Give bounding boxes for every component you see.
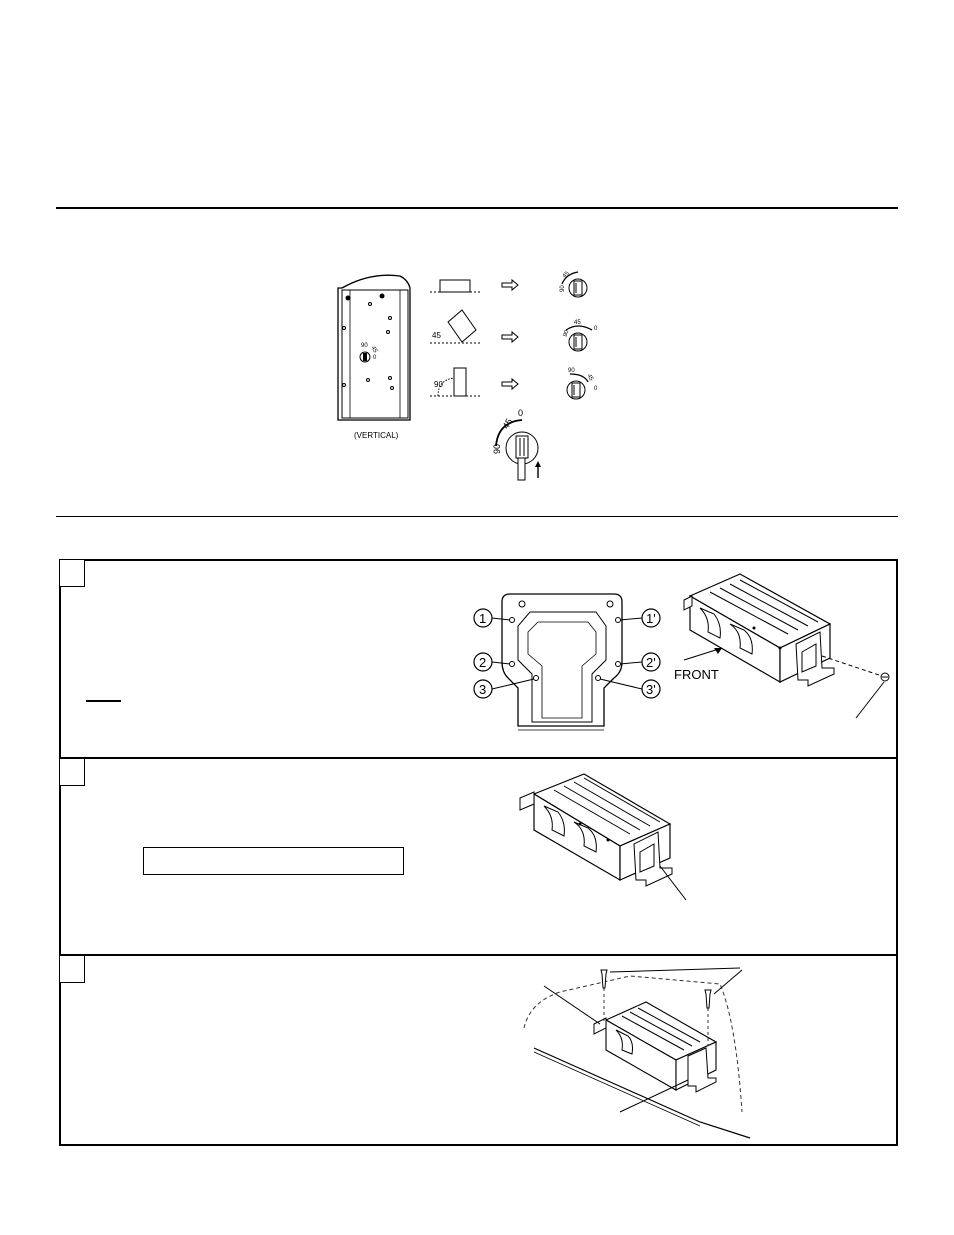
hole-label-1: 1 xyxy=(479,611,486,626)
orientation-diagram: 90 45 0 90 45 0 45 xyxy=(337,266,598,481)
hole-label-3-prime: 3' xyxy=(646,682,656,697)
screw-icon xyxy=(880,672,890,682)
upright-position-drawing xyxy=(430,367,480,397)
screw-icon xyxy=(704,989,712,1009)
dial3-0: 0 xyxy=(594,386,598,392)
arrow-right-icon xyxy=(501,278,519,292)
unit-front-diagram: FRONT xyxy=(670,568,895,728)
dial-adjust-drawing xyxy=(495,419,539,481)
arrow-right-icon xyxy=(501,377,519,391)
unit-box-drawing-2 xyxy=(519,773,673,887)
step-2-box xyxy=(59,758,85,786)
dial2-45: 45 xyxy=(574,320,581,326)
dial2-0: 0 xyxy=(594,326,598,332)
step-1-box xyxy=(59,559,85,587)
dial1-90: 90 xyxy=(560,285,566,292)
unit-dial-0: 0 xyxy=(373,355,377,361)
step-1-underline xyxy=(86,700,121,702)
bracket-drawing xyxy=(501,593,623,731)
dial-setting-90-drawing xyxy=(566,373,589,400)
unit-dial-90: 90 xyxy=(361,343,368,349)
step-3-box xyxy=(59,955,85,983)
dial2-90: 90 xyxy=(563,329,571,338)
arrow-right-icon xyxy=(501,330,519,344)
dial3-45: 45 xyxy=(586,373,595,382)
unit-bracket-diagram xyxy=(510,770,710,905)
horizontal-position-drawing xyxy=(430,279,480,293)
dial-setting-45-drawing xyxy=(565,325,593,352)
hole-label-2: 2 xyxy=(479,655,486,670)
big-dial-45: 45 xyxy=(501,417,515,431)
mounting-diagram xyxy=(520,962,770,1142)
step-divider-1 xyxy=(59,757,898,759)
middle-rule xyxy=(56,516,898,517)
hole-label-2-prime: 2' xyxy=(646,655,656,670)
screw-icon xyxy=(600,969,608,989)
angle-90: 90 xyxy=(434,380,443,389)
hole-label-3: 3 xyxy=(479,682,486,697)
unit-box-drawing xyxy=(683,573,835,687)
dial1-0: 0 xyxy=(576,270,580,272)
arrow-up-icon xyxy=(535,461,541,478)
front-label: FRONT xyxy=(674,667,719,682)
big-dial-0: 0 xyxy=(518,408,523,418)
hole-label-1-prime: 1' xyxy=(646,611,656,626)
unit-dial-45: 45 xyxy=(370,345,379,354)
unit-vertical-drawing xyxy=(337,274,411,421)
dial3-90: 90 xyxy=(568,368,575,374)
vertical-caption: (VERTICAL) xyxy=(354,431,399,440)
top-rule xyxy=(56,207,898,209)
bracket-diagram: 1 2 3 1' 2' 3' xyxy=(470,582,670,742)
step-2-text-field[interactable] xyxy=(143,847,404,875)
dial1-45: 45 xyxy=(562,270,571,279)
angled-position-drawing xyxy=(430,309,480,344)
orientation-figure: 90 45 0 90 45 0 45 xyxy=(330,266,630,485)
step-divider-2 xyxy=(59,954,898,956)
dial-setting-0-drawing xyxy=(561,271,588,298)
steps-frame xyxy=(59,559,898,1146)
big-dial-90: 90 xyxy=(492,444,502,454)
mounting-surface-drawing xyxy=(523,975,751,1139)
angle-45: 45 xyxy=(432,331,441,340)
unit-box-drawing-3 xyxy=(593,1001,718,1093)
